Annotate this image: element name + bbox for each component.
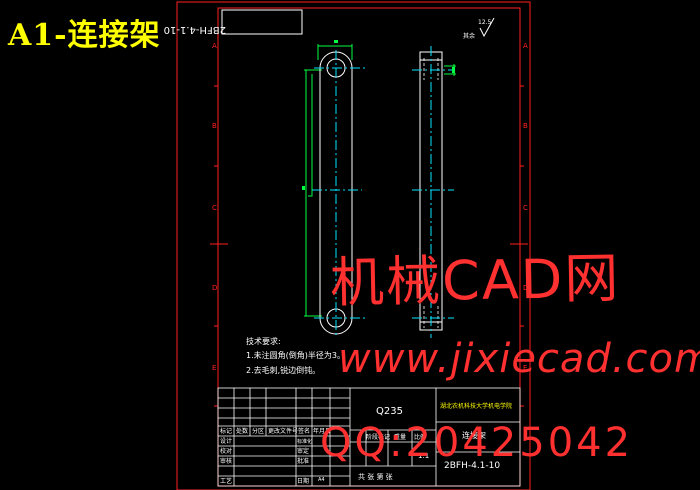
role-check: 校对 xyxy=(220,447,232,455)
watermark-qq: QQ:20425042 xyxy=(320,420,634,466)
rev-h-mark: 标记 xyxy=(220,427,232,435)
zone-letter-right-b: B xyxy=(523,122,528,130)
material: Q235 xyxy=(376,406,403,417)
zone-letter-left-c: C xyxy=(212,204,217,212)
drawing-no-box-text: 2BFH-4.1-10 xyxy=(164,24,226,35)
stage-weight: 重量 xyxy=(394,433,406,441)
role-process: 工艺 xyxy=(220,477,232,485)
zone-letter-right-a: A xyxy=(523,42,528,50)
stage-scale: 比例 xyxy=(414,433,426,441)
roughness-label: 其余 xyxy=(463,32,475,40)
rev-h-date: 年月日 xyxy=(313,427,331,435)
roughness-value: 12.5 xyxy=(478,19,492,26)
zone-letter-right-c: C xyxy=(523,204,528,212)
rev-h-count: 处数 xyxy=(236,427,248,435)
title-block xyxy=(217,387,521,487)
rev-h-docno: 更改文件号 xyxy=(268,427,298,435)
stage-mark: 阶段标记 xyxy=(366,433,390,441)
tech-heading: 技术要求: xyxy=(246,336,281,346)
role-design: 设计 xyxy=(220,437,232,445)
zone-letter-right-e: E xyxy=(523,364,527,372)
tech-line-1: 1.未注圆角(倒角)半径为3。 xyxy=(246,350,345,360)
school-name: 湖北农机科技大学机电学院 xyxy=(440,402,512,410)
rev-h-sign: 签名 xyxy=(298,427,310,435)
watermark-site-name: 机械CAD网 xyxy=(329,246,621,315)
role2-ratify: 批准 xyxy=(297,457,309,465)
mark-a4: A4 xyxy=(318,477,325,483)
roughness-symbol: 12.5 其余 xyxy=(463,17,495,40)
zone-markers-right: A B C D E xyxy=(523,42,528,372)
sheet-outer-frame xyxy=(176,1,531,490)
title-block-text: Q235 湖北农机科技大学机电学院 连接架 2BFH-4.1-10 标记 处数 … xyxy=(220,402,512,485)
role2-approve: 审定 xyxy=(297,447,309,455)
role-review: 审核 xyxy=(220,457,232,465)
front-view xyxy=(302,40,366,336)
zone-letter-right-d: D xyxy=(523,284,528,292)
banner-title: A1-连接架 xyxy=(8,18,161,53)
watermark-url: www.jixiecad.com xyxy=(338,336,700,382)
tech-requirements: 技术要求: 1.未注圆角(倒角)半径为3。 2.去毛刺,锐边倒钝。 xyxy=(246,336,345,375)
zone-markers-left: A B C D E xyxy=(212,42,217,372)
zone-letter-left-e: E xyxy=(212,364,216,372)
part-name: 连接架 xyxy=(462,430,486,440)
tech-line-2: 2.去毛刺,锐边倒钝。 xyxy=(246,365,320,375)
side-view xyxy=(412,46,456,338)
drawing-no-box xyxy=(221,9,303,35)
zone-letter-left-a: A xyxy=(212,42,217,50)
zone-letter-left-d: D xyxy=(212,284,217,292)
drawing-no: 2BFH-4.1-10 xyxy=(444,461,500,471)
rev-h-zone: 分区 xyxy=(252,427,264,435)
sheet-text: 共 张 第 张 xyxy=(358,472,393,481)
role2-std: 标准化 xyxy=(297,438,312,445)
role2-date: 日期 xyxy=(297,477,309,485)
zone-letter-left-b: B xyxy=(212,122,217,130)
scale-value: 1:1 xyxy=(418,452,429,460)
zone-ticks xyxy=(210,85,528,407)
